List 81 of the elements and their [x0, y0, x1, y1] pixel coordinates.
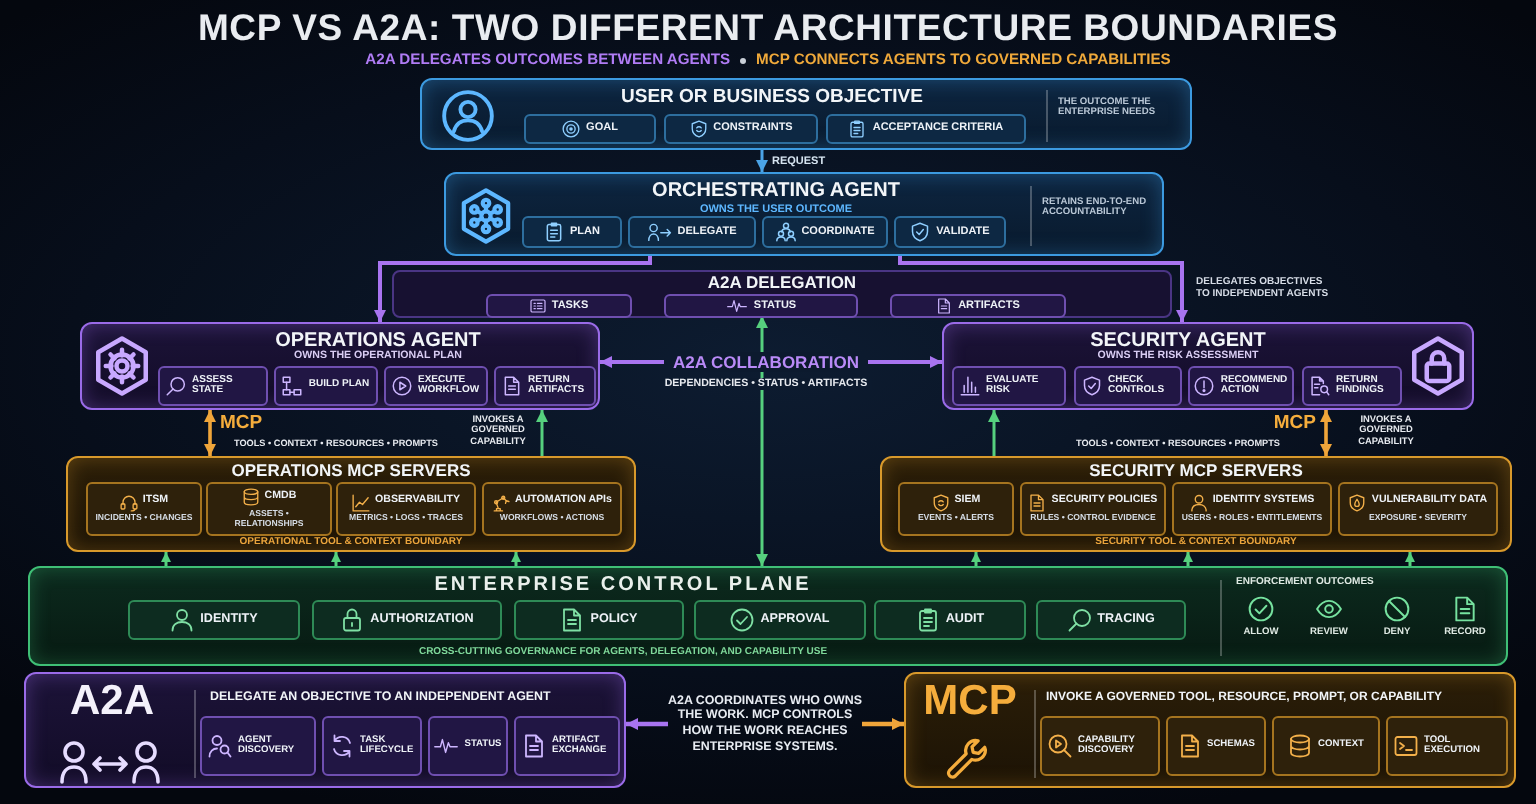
protocol-panel: [24, 672, 626, 788]
feature-chip: [898, 482, 1014, 536]
protocol-name: MCP: [923, 678, 1017, 724]
feature-chip: [312, 600, 502, 640]
feature-chip: [522, 216, 622, 248]
feature-chip: [514, 716, 620, 776]
title: MCP VS A2A: TWO DIFFERENT ARCHITECTURE BOUNDARIES: [197, 6, 1339, 48]
feature-chip: [894, 216, 1006, 248]
feature-chip: [1272, 716, 1380, 776]
arrow: [1405, 552, 1415, 566]
server-panel: [880, 456, 1512, 552]
feature-chip: [874, 600, 1026, 640]
feature-chip: [1172, 482, 1332, 536]
arrow: [511, 552, 521, 566]
feature-chip: [158, 366, 268, 406]
panel-heading: OPERATIONS MCP SERVERS: [231, 459, 471, 479]
feature-chip: [482, 482, 622, 536]
arrow: [1183, 552, 1193, 566]
edge-label: A2A COLLABORATION: [668, 351, 864, 371]
feature-chip: [664, 294, 858, 318]
feature-chip: [890, 294, 1066, 318]
feature-chip: [336, 482, 476, 536]
panel-heading: OPERATIONS AGENT: [275, 330, 481, 352]
feature-chip: [322, 716, 422, 776]
server-panel: [66, 456, 636, 552]
arrow: [374, 256, 652, 322]
feature-chip: [428, 716, 508, 776]
feature-chip: [274, 366, 378, 406]
panel-heading: USER OR BUSINESS OBJECTIVE: [621, 86, 923, 108]
feature-chip: [86, 482, 202, 536]
agent-panel: [80, 322, 600, 410]
panel-heading: SECURITY MCP SERVERS: [1089, 459, 1303, 479]
feature-chip: [1166, 716, 1266, 776]
arrow: [971, 552, 981, 566]
feature-chip: [664, 114, 818, 144]
arrow: [204, 410, 216, 456]
arrow: [1320, 410, 1332, 456]
control-plane-panel: [28, 566, 1508, 666]
feature-chip: [1020, 482, 1166, 536]
arrow: [756, 150, 768, 172]
arrow: [988, 410, 1000, 456]
feature-chip: [628, 216, 756, 248]
arrow: [598, 356, 944, 368]
panel-heading: SECURITY AGENT: [1090, 330, 1266, 352]
arrow: [756, 316, 768, 566]
edge-label: MCP: [1273, 412, 1316, 434]
feature-chip: [514, 600, 684, 640]
band-heading: A2A DELEGATION: [707, 272, 857, 292]
arrow: [536, 410, 548, 456]
edge-label: MCP: [220, 412, 263, 434]
arrow: [862, 718, 904, 730]
objective-panel: [420, 78, 1192, 150]
arrow: [331, 552, 341, 566]
feature-chip: [200, 716, 316, 776]
feature-chip: [952, 366, 1066, 406]
feature-chip: [384, 366, 488, 406]
arrow: [898, 256, 1188, 322]
arrow: [161, 552, 171, 566]
feature-chip: [524, 114, 656, 144]
feature-chip: [206, 482, 332, 536]
feature-chip: [1188, 366, 1294, 406]
protocol-panel: [904, 672, 1516, 788]
feature-chip: [1386, 716, 1508, 776]
feature-chip: [826, 114, 1026, 144]
delegation-band: [392, 270, 1172, 318]
panel-heading: ENTERPRISE CONTROL PLANE: [434, 574, 812, 596]
feature-chip: [486, 294, 632, 318]
feature-chip: [1036, 600, 1186, 640]
arrow: [626, 718, 668, 730]
feature-chip: [494, 366, 596, 406]
feature-chip: [128, 600, 300, 640]
feature-chip: [1302, 366, 1402, 406]
agent-panel: [444, 172, 1164, 256]
feature-chip: [762, 216, 888, 248]
feature-chip: [1074, 366, 1182, 406]
protocol-name: A2A: [69, 678, 154, 724]
agent-panel: [942, 322, 1474, 410]
panel-heading: ORCHESTRATING AGENT: [652, 180, 900, 202]
feature-chip: [1040, 716, 1160, 776]
feature-chip: [1338, 482, 1498, 536]
feature-chip: [694, 600, 866, 640]
